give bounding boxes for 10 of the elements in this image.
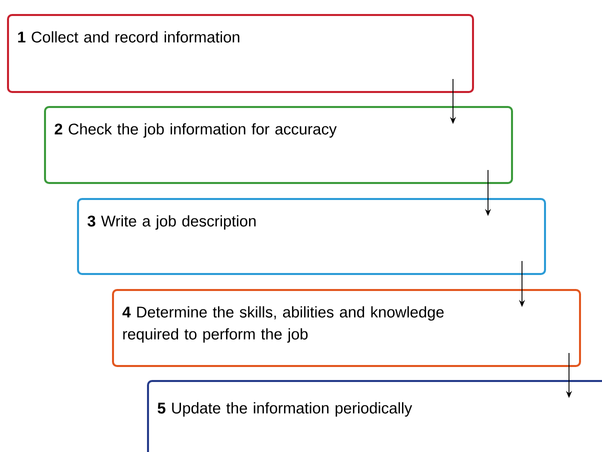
step-box (147, 380, 602, 452)
step-text: 5 Update the information periodically (158, 402, 412, 417)
step-box (77, 198, 546, 275)
step-box (7, 14, 474, 93)
step-box (112, 289, 581, 367)
step-text: 1 Collect and record information (18, 31, 240, 43)
step-box (44, 106, 513, 184)
step-text: 3 Write a job description (88, 215, 256, 230)
step-text: 2 Check the job information for accuracy (54, 123, 337, 138)
step-text: 4 Determine the skills, abilities and knowledge required to perform the job (122, 306, 444, 343)
